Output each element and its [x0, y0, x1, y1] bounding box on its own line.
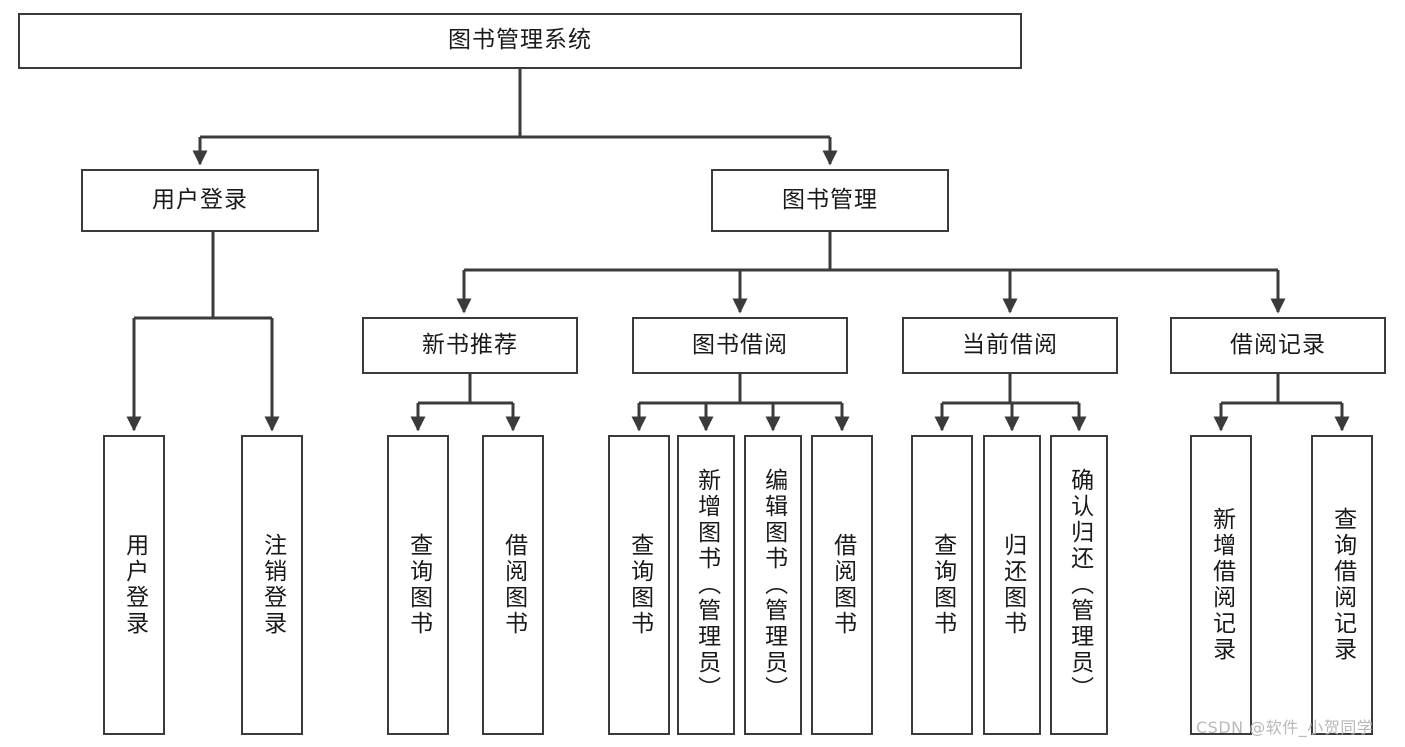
node-user-login-label: 用户登录 — [152, 186, 248, 213]
leaf-add-book-admin[interactable]: 新增图书（管理员） — [677, 435, 735, 735]
leaf-borrow-book-label: 借阅图书 — [829, 533, 856, 637]
node-current-borrow-label: 当前借阅 — [962, 331, 1058, 358]
leaf-borrow-query-book-label: 查询图书 — [626, 533, 653, 637]
leaf-query-borrow-record-label: 查询借阅记录 — [1329, 507, 1356, 663]
leaf-confirm-return-admin[interactable]: 确认归还（管理员） — [1050, 435, 1108, 735]
leaf-borrow-book[interactable]: 借阅图书 — [811, 435, 873, 735]
leaf-query-borrow-record[interactable]: 查询借阅记录 — [1311, 435, 1373, 735]
leaf-confirm-return-admin-label: 确认归还（管理员） — [1066, 468, 1093, 702]
node-user-login[interactable]: 用户登录 — [81, 169, 319, 232]
node-root-label: 图书管理系统 — [448, 27, 592, 54]
leaf-add-book-admin-label: 新增图书（管理员） — [693, 468, 720, 702]
watermark: CSDN @软件_小贺同学 — [1196, 718, 1374, 737]
leaf-add-borrow-record[interactable]: 新增借阅记录 — [1190, 435, 1252, 735]
node-new-book-recommend[interactable]: 新书推荐 — [362, 317, 578, 374]
leaf-newbook-borrow-book-label: 借阅图书 — [500, 533, 527, 637]
leaf-logout-label: 注销登录 — [259, 533, 286, 637]
leaf-current-query-book-label: 查询图书 — [929, 533, 956, 637]
leaf-return-book[interactable]: 归还图书 — [983, 435, 1041, 735]
node-root[interactable]: 图书管理系统 — [18, 13, 1022, 69]
leaf-user-login-label: 用户登录 — [121, 533, 148, 637]
leaf-edit-book-admin[interactable]: 编辑图书（管理员） — [744, 435, 802, 735]
leaf-user-login[interactable]: 用户登录 — [103, 435, 165, 735]
leaf-logout[interactable]: 注销登录 — [241, 435, 303, 735]
node-borrow-record-label: 借阅记录 — [1230, 331, 1326, 358]
leaf-newbook-query-book-label: 查询图书 — [405, 533, 432, 637]
node-book-borrow-label: 图书借阅 — [692, 331, 788, 358]
leaf-newbook-borrow-book[interactable]: 借阅图书 — [482, 435, 544, 735]
leaf-newbook-query-book[interactable]: 查询图书 — [387, 435, 449, 735]
node-new-book-recommend-label: 新书推荐 — [422, 331, 518, 358]
leaf-add-borrow-record-label: 新增借阅记录 — [1208, 507, 1235, 663]
node-borrow-record[interactable]: 借阅记录 — [1170, 317, 1386, 374]
leaf-edit-book-admin-label: 编辑图书（管理员） — [760, 468, 787, 702]
leaf-borrow-query-book[interactable]: 查询图书 — [608, 435, 670, 735]
node-book-management-label: 图书管理 — [782, 186, 878, 213]
node-current-borrow[interactable]: 当前借阅 — [902, 317, 1118, 374]
leaf-return-book-label: 归还图书 — [999, 533, 1026, 637]
node-book-borrow[interactable]: 图书借阅 — [632, 317, 848, 374]
node-book-management[interactable]: 图书管理 — [711, 169, 949, 232]
leaf-current-query-book[interactable]: 查询图书 — [911, 435, 973, 735]
